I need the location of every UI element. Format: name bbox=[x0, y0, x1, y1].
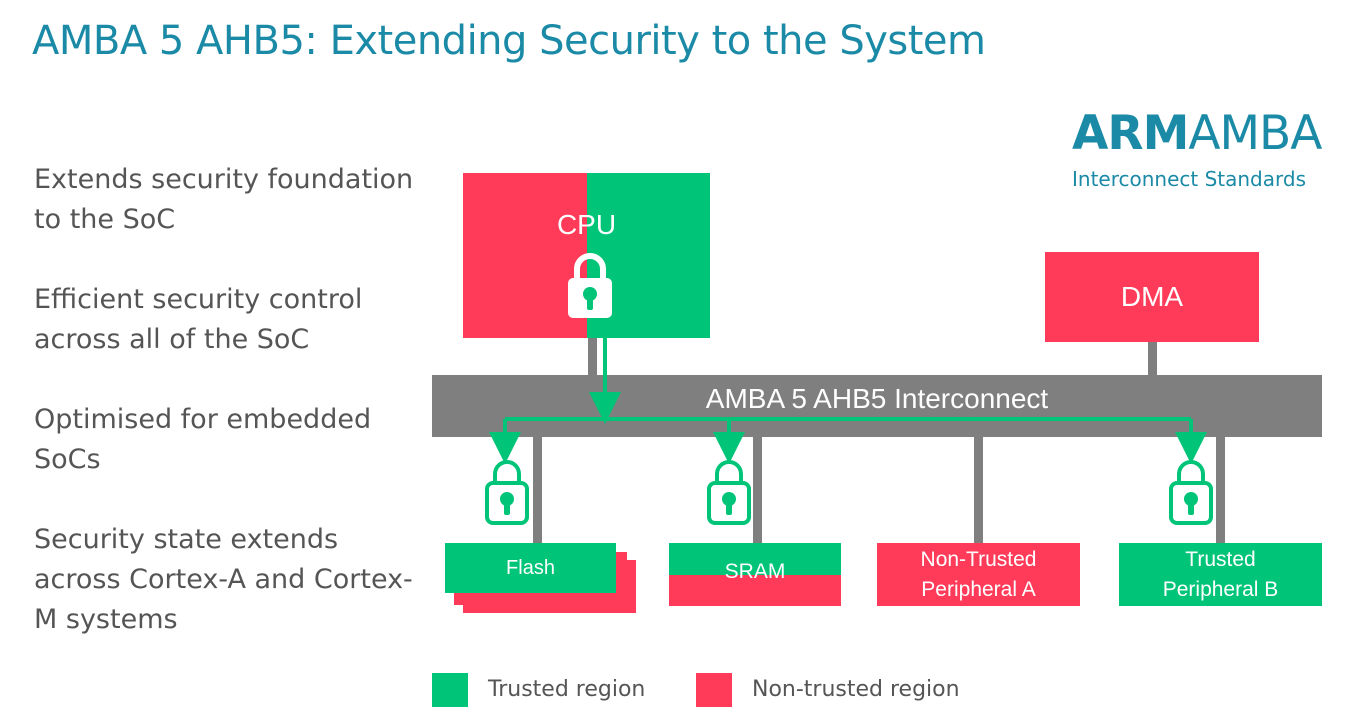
sram-lock-icon bbox=[707, 460, 751, 525]
interconnect-bus: AMBA 5 AHB5 Interconnect bbox=[432, 375, 1322, 437]
dma-block: DMA bbox=[1045, 252, 1259, 342]
cpu-lock-icon bbox=[568, 253, 612, 318]
legend-trusted-swatch bbox=[432, 673, 468, 707]
cpu-label: CPU bbox=[556, 209, 617, 240]
cpu-nontrusted-half bbox=[463, 173, 587, 338]
page-title: AMBA 5 AHB5: Extending Security to the S… bbox=[32, 18, 986, 64]
flash-lock-icon bbox=[485, 460, 529, 525]
logo-arm: ARM bbox=[1072, 106, 1189, 161]
periph-a-connector bbox=[974, 436, 983, 544]
bullet-item: Optimised for embedded SoCs bbox=[34, 404, 372, 475]
logo-amba: AMBA bbox=[1188, 106, 1322, 161]
bullet-item: Extends security foundation to the SoC bbox=[34, 164, 414, 235]
logo-subtitle: Interconnect Standards bbox=[1072, 167, 1306, 191]
bullet-item: Efficient security control across all of… bbox=[34, 284, 363, 355]
sram-trusted-part bbox=[669, 543, 841, 575]
dma-connector bbox=[1148, 342, 1157, 376]
legend-trusted-label: Trusted region bbox=[488, 677, 646, 702]
sram-nontrusted-part bbox=[669, 575, 841, 606]
sram-label: SRAM bbox=[724, 560, 786, 583]
peripheral-a-block: Non-Trusted Peripheral A bbox=[877, 543, 1080, 606]
flash-connector bbox=[533, 436, 542, 544]
bullet-list: Extends security foundation to the SoC E… bbox=[34, 160, 414, 680]
legend-nontrusted-label: Non-trusted region bbox=[752, 677, 960, 702]
bullet-item: Security state extends across Cortex-A a… bbox=[34, 524, 413, 635]
peripheral-b-block: Trusted Peripheral B bbox=[1119, 543, 1322, 606]
legend-nontrusted-swatch bbox=[696, 673, 732, 707]
periph-b-lock-icon bbox=[1169, 460, 1213, 525]
sram-connector bbox=[753, 436, 762, 544]
cpu-connector bbox=[588, 338, 597, 376]
periph-b-connector bbox=[1216, 436, 1225, 544]
arm-amba-logo: ARMAMBA Interconnect Standards bbox=[1072, 106, 1322, 191]
flash-block: Flash bbox=[445, 543, 616, 593]
